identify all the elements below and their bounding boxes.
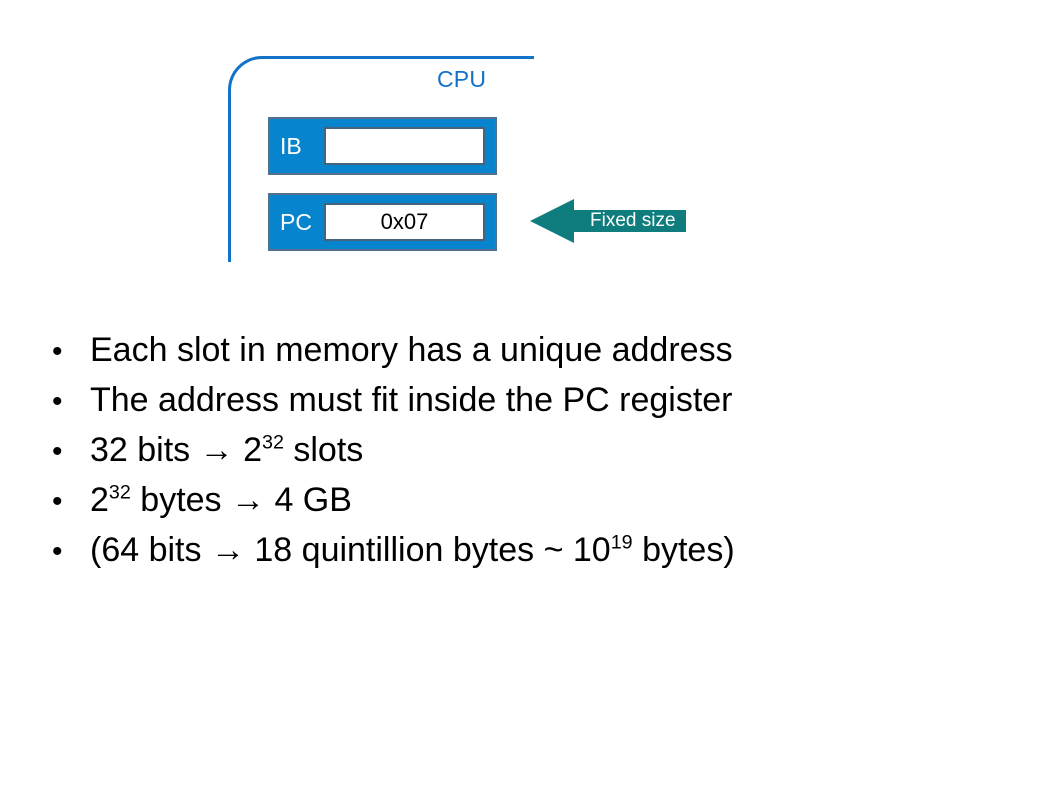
list-item-text-base: 32 bits → 2 (90, 431, 262, 469)
list-item: • 232 bytes → 4 GB (52, 476, 1012, 526)
bullet-marker-icon: • (52, 535, 63, 568)
bullet-marker-icon: • (52, 385, 63, 418)
list-item-text-base: The address must fit inside the PC regis… (90, 381, 733, 419)
register-ib-value[interactable] (324, 127, 485, 165)
list-item-text: (64 bits → 18 quintillion bytes ~ 1019 b… (90, 526, 735, 575)
bullet-list: • Each slot in memory has a unique addre… (52, 326, 1012, 576)
fixed-size-callout: Fixed size (530, 199, 686, 243)
fixed-size-callout-label: Fixed size (590, 210, 676, 231)
register-ib[interactable]: IB (268, 117, 497, 175)
list-item-text-base: (64 bits → 18 quintillion bytes ~ 10 (90, 531, 611, 569)
list-item-text: 32 bits → 232 slots (90, 426, 363, 475)
list-item-text: The address must fit inside the PC regis… (90, 376, 733, 425)
cpu-label: CPU (437, 66, 487, 92)
list-item-text: 232 bytes → 4 GB (90, 476, 352, 525)
list-item: • 32 bits → 232 slots (52, 426, 1012, 476)
list-item-text-superscript: 19 (610, 531, 633, 554)
list-item-text-tail: slots (283, 431, 364, 469)
list-item-text-base: 2 (90, 481, 109, 519)
register-pc-label: PC (280, 208, 312, 235)
list-item: • The address must fit inside the PC reg… (52, 376, 1012, 426)
bullet-marker-icon: • (52, 335, 63, 368)
list-item-text-superscript: 32 (108, 481, 131, 504)
left-arrow-icon (530, 199, 686, 243)
list-item-text-superscript: 32 (261, 431, 284, 454)
list-item-text-tail: bytes → 4 GB (130, 481, 352, 519)
list-item: • (64 bits → 18 quintillion bytes ~ 1019… (52, 526, 1012, 576)
register-pc-value[interactable]: 0x07 (324, 203, 485, 241)
bullet-marker-icon: • (52, 435, 63, 468)
list-item-text: Each slot in memory has a unique address (90, 326, 733, 375)
cpu-diagram: CPU IB PC 0x07 Fixed size (0, 0, 1058, 300)
list-item: • Each slot in memory has a unique addre… (52, 326, 1012, 376)
register-pc[interactable]: PC 0x07 (268, 193, 497, 251)
list-item-text-base: Each slot in memory has a unique address (90, 331, 733, 369)
bullet-marker-icon: • (52, 485, 63, 518)
list-item-text-tail: bytes) (632, 531, 735, 569)
register-ib-label: IB (280, 132, 302, 159)
